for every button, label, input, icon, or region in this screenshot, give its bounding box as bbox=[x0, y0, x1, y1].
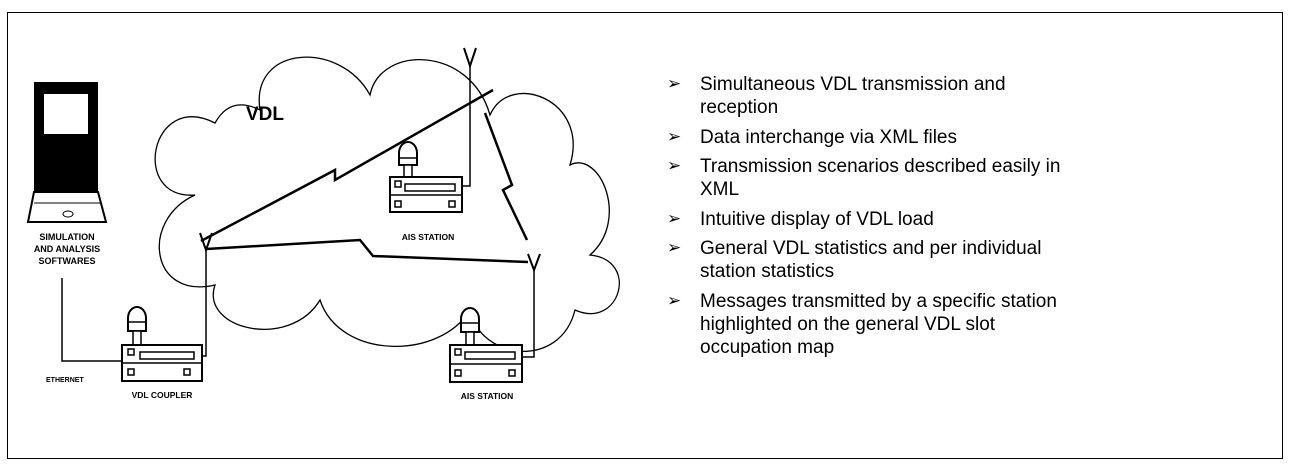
feature-item: ➢ Simultaneous VDL transmission and recep… bbox=[640, 73, 1080, 119]
feature-text: Intuitive display of VDL load bbox=[700, 208, 934, 230]
ethernet-cable bbox=[61, 278, 122, 362]
computer-label-line-2: AND ANALYSIS bbox=[34, 244, 100, 254]
right-station-label: AIS STATION bbox=[461, 391, 514, 401]
feature-text: General VDL statistics and per individua… bbox=[700, 238, 1042, 282]
feature-item: ➢ Intuitive display of VDL load bbox=[640, 208, 1080, 231]
radio-link-center-to-right-antenna bbox=[483, 112, 529, 241]
center-antenna-cable bbox=[462, 66, 471, 187]
right-antenna-cable bbox=[522, 270, 535, 358]
feature-item: ➢ General VDL statistics and per individu… bbox=[640, 237, 1080, 283]
radio-link-coupler-to-right-antenna bbox=[205, 238, 529, 264]
center-station-label: AIS STATION bbox=[402, 232, 455, 242]
arrow-bullet-icon: ➢ bbox=[667, 126, 682, 147]
radio-link-coupler-to-center-antenna bbox=[200, 88, 494, 243]
ethernet-label: ETHERNET bbox=[46, 377, 84, 384]
feature-list: ➢ Simultaneous VDL transmission and recep… bbox=[640, 73, 1080, 365]
arrow-bullet-icon: ➢ bbox=[667, 74, 682, 94]
arrow-bullet-icon: ➢ bbox=[667, 238, 682, 258]
vdl-cloud bbox=[154, 56, 620, 352]
feature-text: Transmission scenarios described easily … bbox=[700, 156, 1061, 200]
ais-station-center-icon bbox=[389, 141, 463, 213]
feature-text: Data interchange via XML files bbox=[700, 126, 957, 148]
coupler-label: VDL COUPLER bbox=[132, 390, 193, 400]
feature-item: ➢ Transmission scenarios described easily… bbox=[640, 155, 1080, 201]
coupler-antenna-icon bbox=[199, 232, 213, 254]
cloud-label: VDL bbox=[246, 104, 284, 125]
feature-text: Messages transmitted by a specific stati… bbox=[700, 290, 1057, 358]
feature-item: ➢ Data interchange via XML files bbox=[640, 126, 1080, 149]
arrow-bullet-icon: ➢ bbox=[667, 156, 682, 176]
arrow-bullet-icon: ➢ bbox=[667, 290, 682, 311]
computer-label-line-3: SOFTWARES bbox=[38, 256, 95, 266]
laptop-icon bbox=[26, 82, 108, 223]
computer-label-line-1: SIMULATION bbox=[39, 232, 94, 242]
ais-station-right-icon bbox=[449, 307, 523, 383]
arrow-bullet-icon: ➢ bbox=[667, 208, 682, 229]
feature-item: ➢ Messages transmitted by a specific stat… bbox=[640, 290, 1080, 359]
right-antenna-icon bbox=[527, 253, 541, 273]
coupler-antenna-cable bbox=[202, 250, 207, 357]
vdl-coupler-icon bbox=[121, 306, 203, 382]
feature-text: Simultaneous VDL transmission and recept… bbox=[700, 74, 1006, 118]
center-antenna-icon bbox=[463, 47, 477, 70]
